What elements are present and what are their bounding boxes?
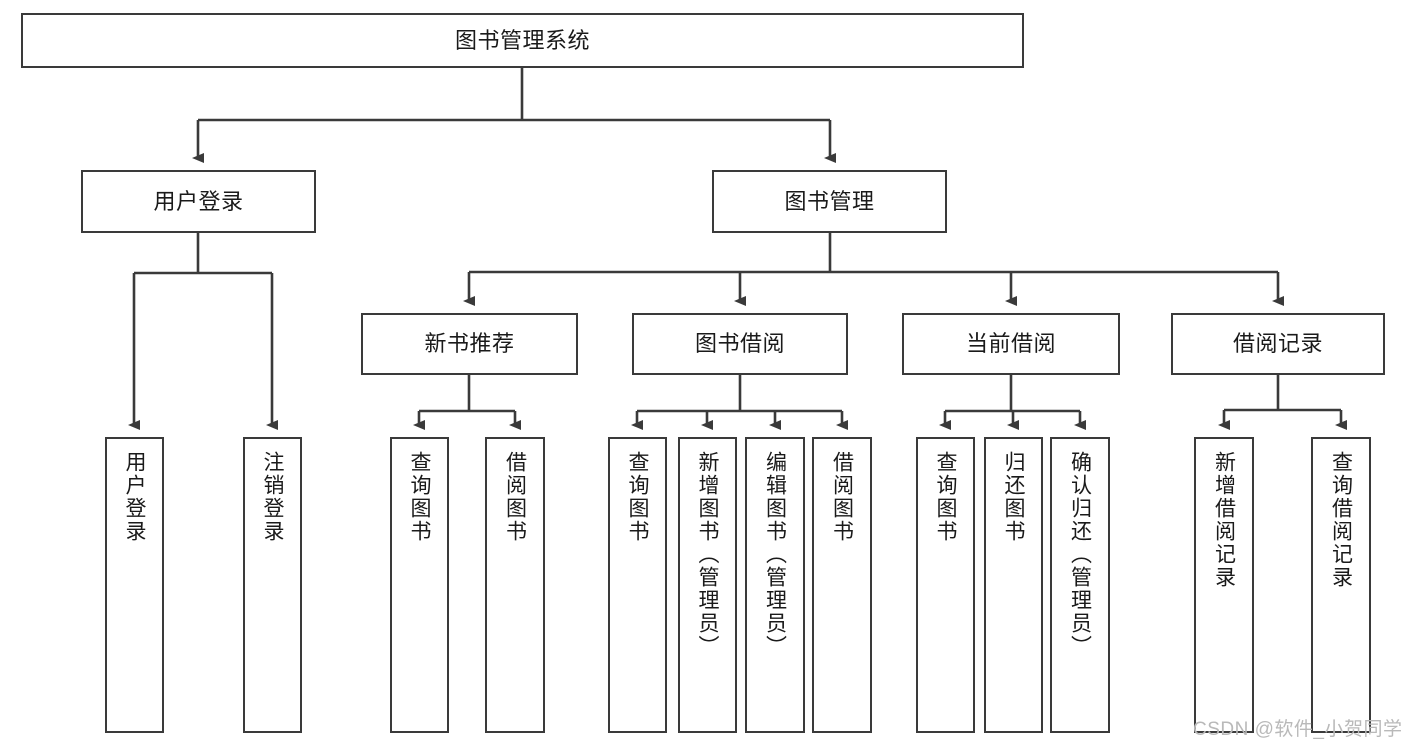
node-leaf-query-book-2[interactable]: 查询图书 [608, 437, 667, 733]
node-root[interactable]: 图书管理系统 [21, 13, 1024, 68]
node-leaf-query-book-3[interactable]: 查询图书 [916, 437, 975, 733]
node-leaf-query-record-label: 查询借阅记录 [1329, 451, 1353, 589]
node-leaf-query-book-1-label: 查询图书 [408, 451, 432, 543]
node-current-borrow-label: 当前借阅 [965, 331, 1056, 357]
csdn-watermark: CSDN @软件_小贺同学 [1193, 719, 1403, 740]
node-leaf-query-book-2-label: 查询图书 [626, 451, 650, 543]
node-leaf-borrow-book-2[interactable]: 借阅图书 [812, 437, 872, 733]
node-borrow-record-label: 借阅记录 [1232, 331, 1323, 357]
node-leaf-add-book-label: 新增图书（管理员） [696, 451, 720, 658]
node-leaf-borrow-book-1-label: 借阅图书 [503, 451, 527, 543]
node-leaf-borrow-book-1[interactable]: 借阅图书 [485, 437, 545, 733]
node-leaf-return-book[interactable]: 归还图书 [984, 437, 1043, 733]
node-leaf-logout[interactable]: 注销登录 [243, 437, 302, 733]
node-leaf-user-login-label: 用户登录 [123, 451, 147, 543]
node-root-label: 图书管理系统 [454, 27, 590, 53]
node-leaf-user-login[interactable]: 用户登录 [105, 437, 164, 733]
node-leaf-borrow-book-2-label: 借阅图书 [830, 451, 854, 543]
node-new-book-rec-label: 新书推荐 [424, 331, 515, 357]
node-leaf-edit-book-label: 编辑图书（管理员） [763, 451, 787, 658]
node-leaf-query-book-1[interactable]: 查询图书 [390, 437, 449, 733]
node-current-borrow[interactable]: 当前借阅 [902, 313, 1120, 375]
node-new-book-rec[interactable]: 新书推荐 [361, 313, 578, 375]
node-user-login-label: 用户登录 [153, 188, 244, 214]
node-book-manage[interactable]: 图书管理 [712, 170, 947, 233]
node-leaf-logout-label: 注销登录 [261, 451, 285, 543]
node-book-borrow[interactable]: 图书借阅 [632, 313, 848, 375]
node-leaf-edit-book[interactable]: 编辑图书（管理员） [745, 437, 805, 733]
node-leaf-add-book[interactable]: 新增图书（管理员） [678, 437, 737, 733]
node-leaf-return-book-label: 归还图书 [1002, 451, 1026, 543]
node-leaf-confirm-return-label: 确认归还（管理员） [1068, 451, 1092, 658]
node-leaf-add-record-label: 新增借阅记录 [1212, 451, 1236, 589]
node-leaf-add-record[interactable]: 新增借阅记录 [1194, 437, 1254, 733]
node-user-login[interactable]: 用户登录 [81, 170, 316, 233]
node-leaf-query-record[interactable]: 查询借阅记录 [1311, 437, 1371, 733]
node-book-borrow-label: 图书借阅 [694, 331, 785, 357]
node-book-manage-label: 图书管理 [784, 188, 875, 214]
node-borrow-record[interactable]: 借阅记录 [1171, 313, 1385, 375]
node-leaf-confirm-return[interactable]: 确认归还（管理员） [1050, 437, 1110, 733]
node-leaf-query-book-3-label: 查询图书 [934, 451, 958, 543]
